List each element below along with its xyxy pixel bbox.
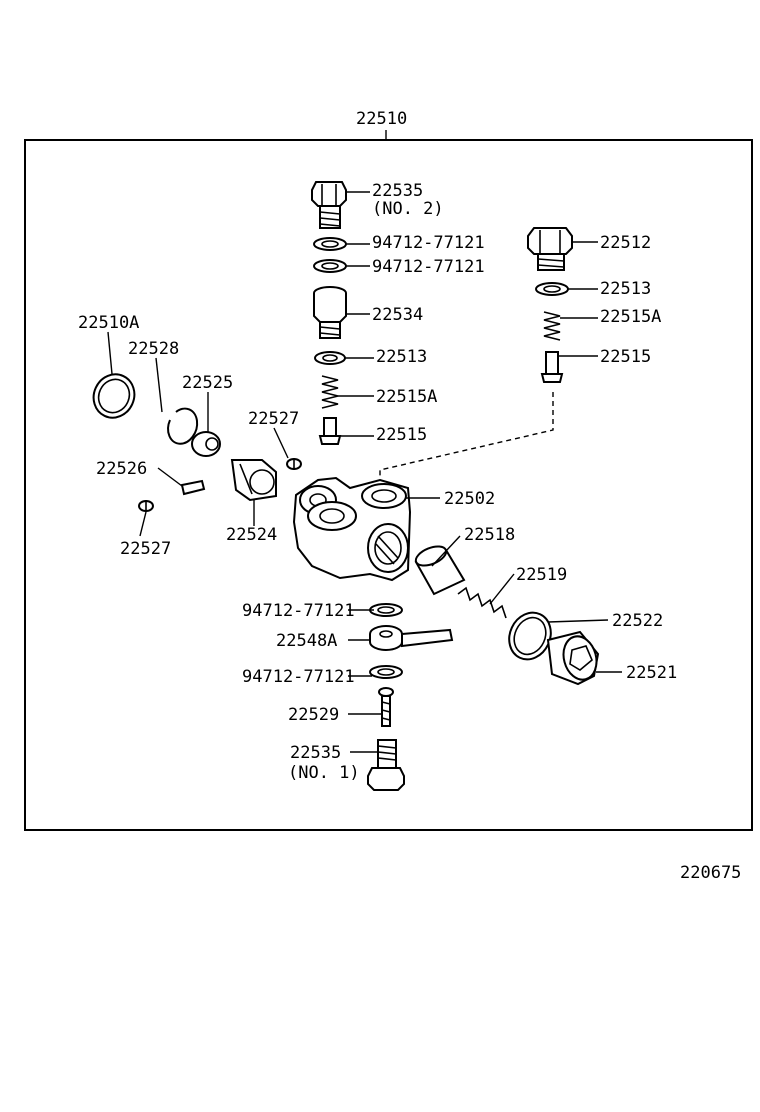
callout-22527-bottom: 22527 — [120, 539, 171, 559]
callout-22513-right: 22513 — [600, 279, 651, 299]
callout-94712-upper-2: 94712-77121 — [372, 257, 485, 277]
gasket-lower-1 — [369, 603, 403, 617]
valve-22515-right — [540, 351, 564, 383]
sleeve-22518 — [414, 545, 466, 596]
figure-number: 220675 — [680, 863, 741, 883]
ring-22510a — [92, 373, 136, 419]
housing-22502 — [292, 476, 412, 582]
pin-22527-top — [286, 458, 302, 470]
plug-22521 — [546, 630, 600, 686]
collar-22525 — [191, 431, 221, 457]
callout-22518: 22518 — [464, 525, 515, 545]
callout-22519: 22519 — [516, 565, 567, 585]
leader-lines — [107, 191, 622, 753]
assembly-part-number: 22510 — [356, 109, 407, 129]
washer-22513-center — [314, 351, 346, 365]
callout-22535-no1: 22535 — [290, 743, 341, 763]
washer-22513-right — [535, 282, 569, 296]
callout-22524: 22524 — [226, 525, 277, 545]
banjo-22548a — [369, 625, 454, 651]
callout-22512: 22512 — [600, 233, 651, 253]
plug-22535-no2 — [311, 181, 347, 229]
callout-no2: (NO. 2) — [372, 199, 444, 219]
callout-22529: 22529 — [288, 705, 339, 725]
bracket-22524 — [230, 459, 277, 502]
callout-94712-upper-1: 94712-77121 — [372, 233, 485, 253]
callout-22502: 22502 — [444, 489, 495, 509]
callout-no1: (NO. 1) — [288, 763, 360, 783]
callout-22535-no2: 22535 — [372, 181, 423, 201]
callout-22534: 22534 — [372, 305, 423, 325]
callout-22515a-right: 22515A — [600, 307, 661, 327]
callout-22513-center: 22513 — [376, 347, 427, 367]
plug-22512 — [527, 227, 573, 271]
callout-22527-top: 22527 — [248, 409, 299, 429]
pin-22527-bottom — [138, 500, 154, 512]
callout-22515-center: 22515 — [376, 425, 427, 445]
screw-22529 — [378, 687, 394, 727]
callout-22515-right: 22515 — [600, 347, 651, 367]
assembly-frame — [24, 139, 753, 831]
callout-22521: 22521 — [626, 663, 677, 683]
snap-ring-22528 — [167, 407, 199, 445]
valve-22515-center — [318, 417, 342, 445]
callout-22510a: 22510A — [78, 313, 139, 333]
pin-22526 — [180, 479, 206, 496]
callout-22526: 22526 — [96, 459, 147, 479]
callout-94712-lower-1: 94712-77121 — [242, 601, 355, 621]
callout-22522: 22522 — [612, 611, 663, 631]
gasket-upper-2 — [313, 259, 347, 273]
callout-94712-lower-2: 94712-77121 — [242, 667, 355, 687]
plug-22535-no1 — [367, 739, 405, 791]
callout-22515a-center: 22515A — [376, 387, 437, 407]
gasket-upper-1 — [313, 237, 347, 251]
callout-22525: 22525 — [182, 373, 233, 393]
spring-22519 — [457, 586, 507, 619]
spring-22515a-center — [321, 375, 339, 409]
holder-22534 — [313, 286, 347, 339]
gasket-lower-2 — [369, 665, 403, 679]
callout-22548a: 22548A — [276, 631, 337, 651]
spring-22515a-right — [543, 311, 561, 341]
callout-22528: 22528 — [128, 339, 179, 359]
dashed-assembly-line — [379, 392, 554, 488]
